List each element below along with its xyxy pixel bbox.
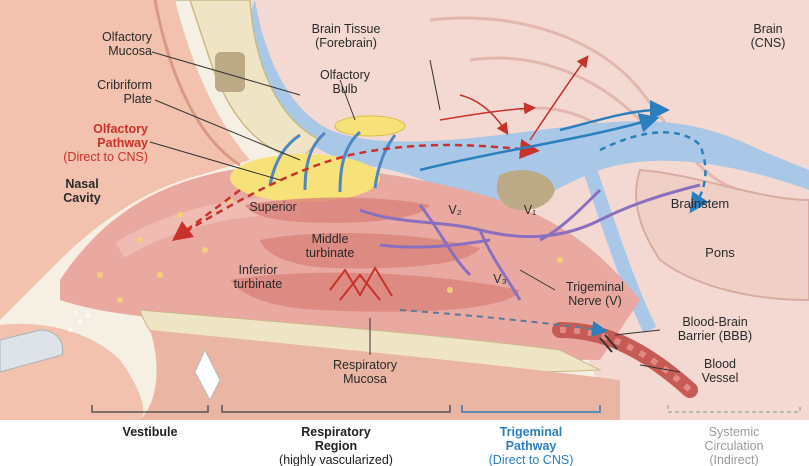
- label-v2: V₂: [443, 203, 467, 217]
- label-v1: V₁: [518, 203, 542, 217]
- label-superior: Superior: [238, 200, 308, 214]
- olfactory-bulb-shape: [335, 116, 405, 136]
- label-brain-tissue: Brain Tissue(Forebrain): [290, 22, 402, 50]
- label-v3: V₃: [488, 272, 512, 286]
- label-brainstem: Brainstem: [650, 197, 750, 211]
- label-vestibule: Vestibule: [92, 425, 208, 439]
- label-pons: Pons: [690, 246, 750, 260]
- label-brain-cns: Brain(CNS): [738, 22, 798, 50]
- label-respiratory-region: Respiratory Region (highly vascularized): [222, 425, 450, 466]
